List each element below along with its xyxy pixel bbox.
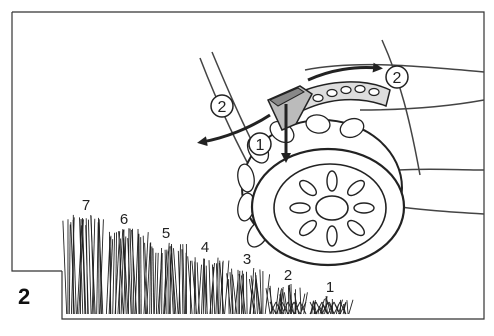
- grass-blade: [162, 253, 163, 314]
- height-level-label: 3: [243, 251, 251, 268]
- height-level-label: 4: [201, 239, 209, 256]
- grass-blade: [209, 260, 211, 314]
- height-level-label: 5: [162, 225, 170, 242]
- grass-blade: [113, 233, 115, 314]
- grass-blade: [347, 300, 348, 314]
- grass-blade: [188, 256, 192, 314]
- grass-blade: [99, 218, 100, 314]
- svg-text:2: 2: [393, 70, 402, 87]
- figure-number: 2: [18, 284, 30, 310]
- grass-blade: [154, 253, 156, 314]
- svg-text:2: 2: [218, 99, 227, 116]
- height-level-label: 7: [82, 197, 90, 214]
- grass-blade: [349, 300, 353, 314]
- grass-blade: [288, 285, 289, 314]
- grass-blade: [86, 225, 89, 314]
- callout-rotate-left: 2: [211, 95, 233, 117]
- height-level-label: 1: [326, 279, 334, 296]
- rotate-right-arrow: [308, 68, 378, 81]
- short-grass-tuft: [316, 302, 322, 314]
- svg-text:1: 1: [256, 137, 265, 154]
- grass-blade: [97, 222, 99, 314]
- height-level-label: 6: [120, 211, 128, 228]
- height-level-label: 2: [284, 267, 292, 284]
- grass-blade: [219, 263, 220, 314]
- grass-blade: [88, 220, 91, 314]
- grass-blade: [69, 225, 70, 315]
- grass-blade: [156, 253, 158, 314]
- callout-push: 1: [249, 133, 271, 155]
- grass-blade: [116, 232, 117, 314]
- height-adjust-bracket: [300, 82, 390, 110]
- callout-rotate-right: 2: [386, 66, 408, 88]
- grass-blade: [247, 272, 248, 314]
- grass-blade: [153, 248, 154, 314]
- grass-blade: [63, 221, 67, 314]
- grass-blade: [141, 237, 142, 314]
- grass-blade: [300, 288, 301, 314]
